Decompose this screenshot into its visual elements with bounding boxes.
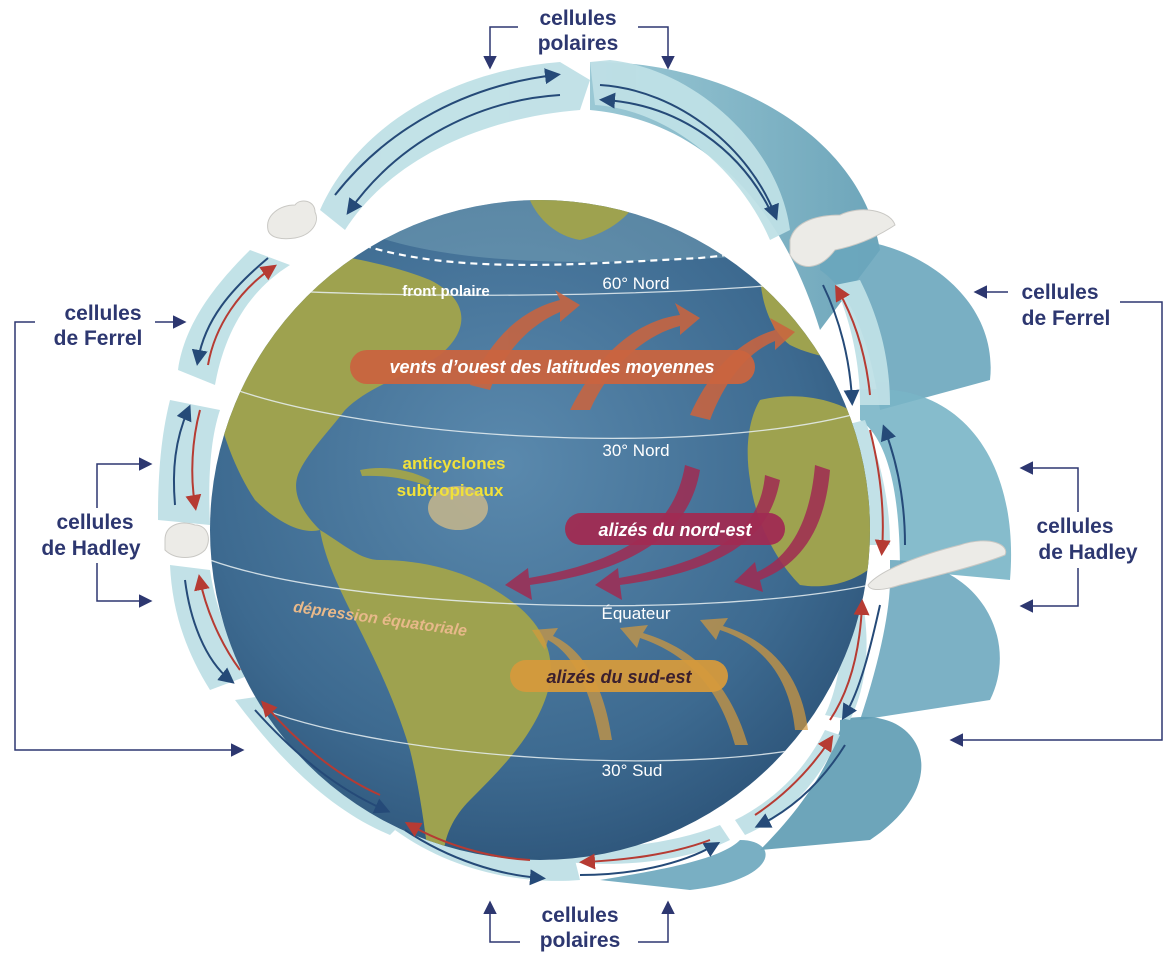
globe [210,200,870,860]
ferrel-right-line2: de Ferrel [1022,307,1111,330]
polar-bottom-callout: cellules polaires [483,900,675,952]
hadley-left-callout: cellules de Hadley [41,457,153,608]
ferrel-left-line1: cellules [64,302,141,325]
hadley-right-line1: cellules [1036,515,1113,538]
subtropical-highs-label-1: anticyclones [403,454,506,473]
ferrel-left-line2: de Ferrel [54,327,143,350]
south-america-landmass [320,530,551,860]
hadley-right-callout: cellules de Hadley [1019,461,1138,613]
polar-bottom-line2: polaires [540,929,621,952]
westerlies-label: vents d’ouest des latitudes moyennes [389,357,714,377]
polar-bottom-line1: cellules [541,904,618,927]
ne-trades-pill [565,513,785,545]
cloud-icon [789,209,896,267]
subtropical-highs-label-2: subtropicaux [397,481,504,500]
circulation-loops [172,68,906,886]
hadley-left-line1: cellules [56,511,133,534]
lat-60n-label: 60° Nord [602,274,669,293]
polar-top-line2: polaires [538,32,619,55]
equator-label: Équateur [602,604,671,623]
polar-front-label: front polaire [402,283,490,300]
lat-30n-label: 30° Nord [602,441,669,460]
cloud-icon [867,540,1007,590]
ferrel-right-line1: cellules [1021,281,1098,304]
ferrel-left-callout: cellules de Ferrel [14,302,245,757]
cloud-icon [267,200,317,240]
cloud-icon [164,522,209,558]
westerlies-pill [350,350,755,384]
subtropical-high-marker [428,486,488,530]
greenland-landmass [520,200,642,240]
lat-30s-label: 30° Sud [602,761,663,780]
cloud-markers [164,200,1007,590]
ferrel-right-callout: cellules de Ferrel [949,281,1163,747]
se-trades-pill [510,660,728,692]
hadley-left-line2: de Hadley [41,537,141,560]
ne-trades-label: alizés du nord-est [598,520,752,540]
polar-top-line1: cellules [539,7,616,30]
polar-top-callout: cellules polaires [483,7,675,70]
se-trades-label: alizés du sud-est [546,667,692,687]
hadley-right-line2: de Hadley [1038,541,1138,564]
